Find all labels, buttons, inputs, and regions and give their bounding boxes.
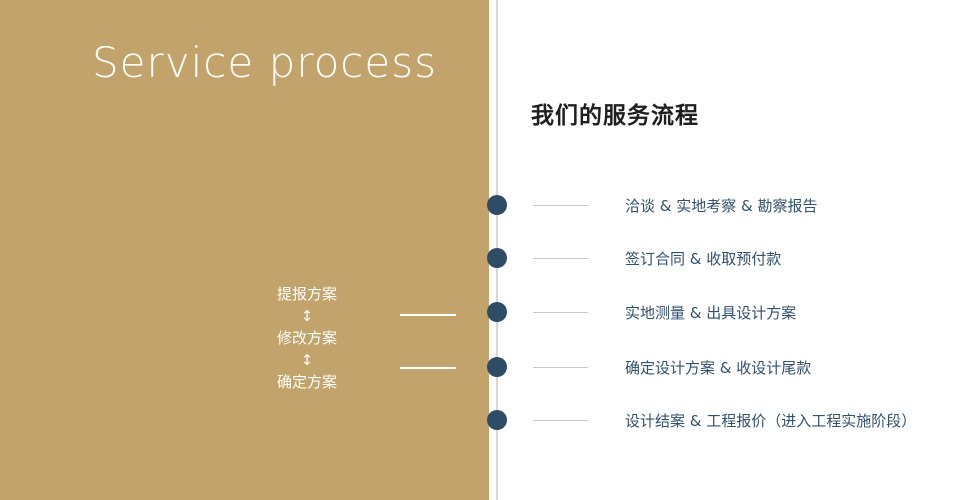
updown-arrow-icon: ↕ [300,351,314,369]
timeline-step: 洽谈 & 实地考察 & 勘察报告 [487,195,817,215]
updown-arrow-icon: ↕ [300,307,314,325]
timeline-step: 签订合同 & 收取预付款 [487,248,781,268]
design-revision-flow: 提报方案 ↕ 修改方案 ↕ 确定方案 [252,284,362,393]
page-title: Service process [92,38,437,87]
flow-step-revise-plan: 修改方案 [276,329,337,347]
timeline-step-label: 确定设计方案 & 收设计尾款 [625,358,812,377]
timeline-dot-icon [487,195,507,215]
timeline-step: 设计结案 & 工程报价（进入工程实施阶段） [487,410,916,430]
timeline-dot-icon [487,357,507,377]
timeline-dot-icon [487,248,507,268]
section-heading: 我们的服务流程 [531,103,699,129]
tick-line [533,419,588,421]
tick-line [533,311,588,313]
flow-step-submit-plan: 提报方案 [276,285,337,303]
timeline-step-label: 实地测量 & 出具设计方案 [625,303,797,322]
timeline-dot-icon [487,410,507,430]
tick-line [533,257,588,259]
timeline-dot-icon [487,302,507,322]
tick-line [533,204,588,206]
flow-connector-line [400,314,456,316]
left-tan-panel [0,0,489,500]
flow-connector-line [400,367,456,369]
timeline-step: 实地测量 & 出具设计方案 [487,302,796,322]
tick-line [533,366,588,368]
timeline-step-label: 洽谈 & 实地考察 & 勘察报告 [625,196,818,215]
flow-step-confirm-plan: 确定方案 [276,373,337,391]
timeline-step-label: 签订合同 & 收取预付款 [625,249,782,268]
timeline-step: 确定设计方案 & 收设计尾款 [487,357,811,377]
timeline-step-label: 设计结案 & 工程报价（进入工程实施阶段） [625,411,917,430]
